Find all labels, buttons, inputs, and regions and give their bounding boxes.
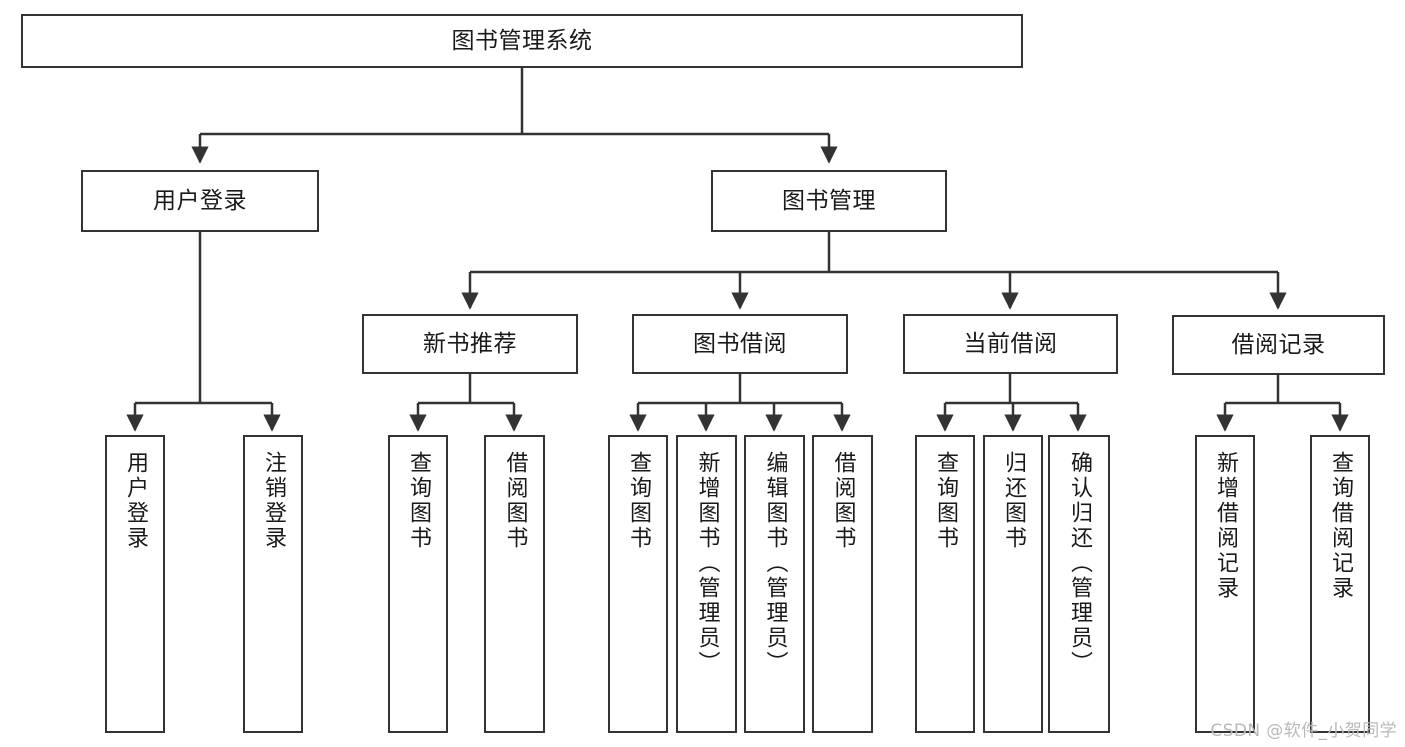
- node-user-login[interactable]: 用户登录: [81, 170, 319, 232]
- watermark: CSDN @软件_小贺同学: [1210, 721, 1397, 741]
- leaf-user-logout[interactable]: 注销登录: [243, 435, 303, 733]
- node-label: 图书借阅: [693, 330, 787, 357]
- node-label: 编辑图书（管理员）: [762, 451, 788, 676]
- node-label: 新书推荐: [423, 330, 517, 357]
- node-book-borrow[interactable]: 图书借阅: [632, 314, 848, 374]
- leaf-new-book-borrow[interactable]: 借阅图书: [484, 435, 545, 733]
- leaf-borrow-borrow-book[interactable]: 借阅图书: [812, 435, 873, 733]
- node-label: 查询图书: [932, 451, 958, 551]
- node-label: 借阅图书: [830, 451, 856, 551]
- node-label: 借阅记录: [1231, 331, 1326, 358]
- node-label: 确认归还（管理员）: [1066, 451, 1092, 676]
- node-label: 查询图书: [625, 451, 651, 551]
- node-borrow-records[interactable]: 借阅记录: [1172, 315, 1385, 375]
- node-label: 用户登录: [122, 451, 148, 551]
- node-label: 用户登录: [153, 187, 247, 214]
- leaf-record-add[interactable]: 新增借阅记录: [1195, 435, 1255, 733]
- node-new-book-recommend[interactable]: 新书推荐: [362, 314, 578, 374]
- node-label: 图书管理: [782, 187, 876, 214]
- node-label: 新增借阅记录: [1212, 451, 1238, 601]
- node-label: 归还图书: [1000, 451, 1026, 551]
- leaf-borrow-add-book[interactable]: 新增图书（管理员）: [676, 435, 737, 733]
- node-current-borrow[interactable]: 当前借阅: [903, 314, 1118, 374]
- leaf-current-return-book[interactable]: 归还图书: [983, 435, 1043, 733]
- node-label: 当前借阅: [963, 330, 1058, 357]
- node-label: 借阅图书: [502, 451, 528, 551]
- node-label: 新增图书（管理员）: [694, 451, 720, 676]
- node-book-management[interactable]: 图书管理: [711, 170, 947, 232]
- leaf-record-query[interactable]: 查询借阅记录: [1310, 435, 1370, 733]
- leaf-user-login[interactable]: 用户登录: [105, 435, 165, 733]
- node-root-system[interactable]: 图书管理系统: [21, 14, 1023, 68]
- leaf-current-confirm-return[interactable]: 确认归还（管理员）: [1048, 435, 1110, 733]
- leaf-borrow-query-book[interactable]: 查询图书: [608, 435, 668, 733]
- node-label: 查询图书: [405, 451, 431, 551]
- node-label: 查询借阅记录: [1327, 451, 1353, 601]
- node-label: 注销登录: [260, 451, 286, 551]
- leaf-new-book-query[interactable]: 查询图书: [388, 435, 448, 733]
- leaf-current-query-book[interactable]: 查询图书: [915, 435, 975, 733]
- leaf-borrow-edit-book[interactable]: 编辑图书（管理员）: [744, 435, 805, 733]
- node-label: 图书管理系统: [451, 27, 593, 54]
